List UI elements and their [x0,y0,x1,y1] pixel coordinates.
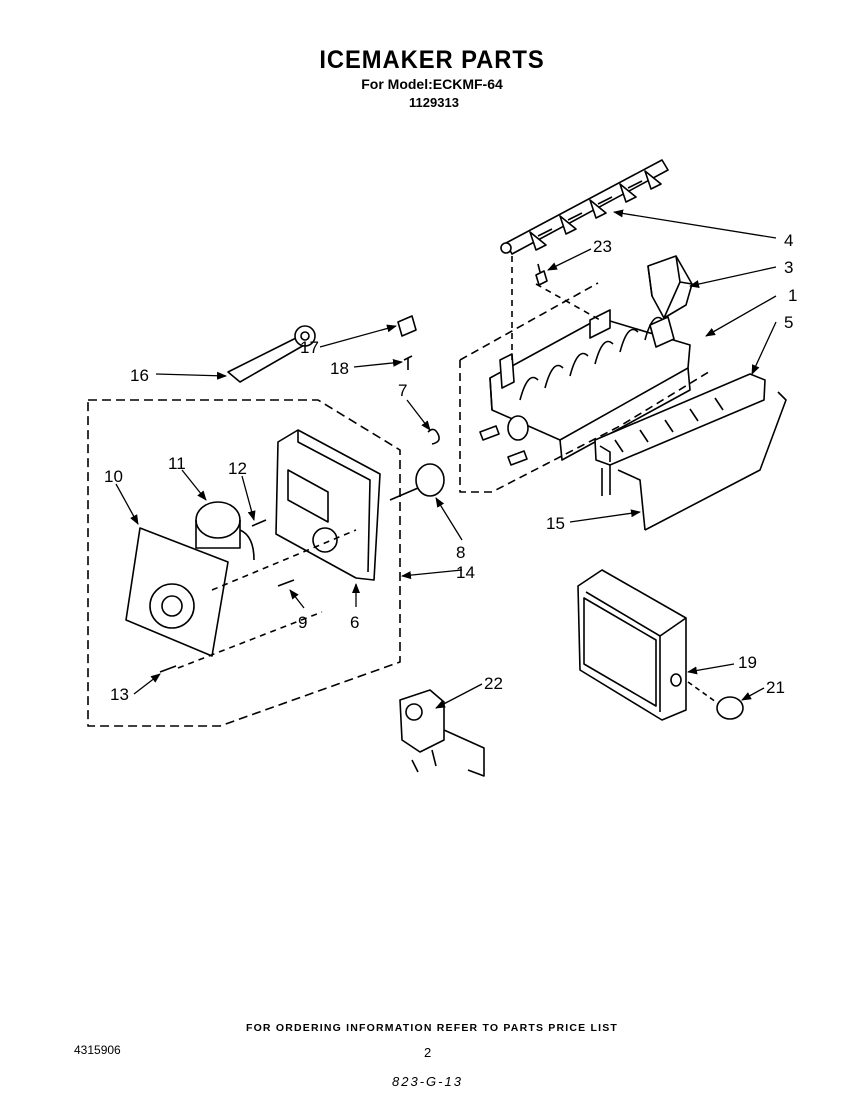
callout-14: 15 [546,514,565,533]
leader-1 [705,295,777,337]
leader-7 [406,399,431,431]
screw-part [403,355,413,370]
callout-16: 17 [300,338,319,357]
mold-tray-part [479,309,691,466]
module-dashed-outline [87,399,401,727]
shutoff-arm-part [617,391,787,531]
page-title: ICEMAKER PARTS [319,46,545,74]
page-number: 2 [424,1045,432,1060]
screw-13-part [159,665,177,673]
mounting-plate-part [125,527,229,657]
leader-10 [115,483,139,525]
callout-3: 3 [784,258,793,277]
leader-14 [569,509,641,523]
knob-part [687,681,744,720]
callout-4: 4 [784,231,793,250]
handwritten-code: 823-G-13 [392,1074,463,1089]
callout-9: 9 [298,613,307,632]
leader-12 [241,475,256,521]
ejector-part [500,159,669,255]
callout-10: 10 [104,467,123,486]
leader-19 [687,663,735,675]
model-label: For Model:ECKMF-64 [361,76,503,92]
callout-8: 8 [456,543,465,562]
leader-23 [547,248,592,271]
callout-12: 12 [228,459,247,478]
ice-bin-part [577,569,687,721]
shutoff-arm-shaft-part [227,325,316,383]
leader-4 [613,209,777,239]
leader-16 [319,324,397,348]
motor-part [195,501,255,561]
part-number: 1129313 [409,95,459,110]
document-number: 4315906 [74,1043,121,1057]
leader-18 [401,569,463,580]
leader-9 [289,589,305,609]
callout-18: 14 [456,563,475,582]
leader-8 [435,497,463,541]
clip-part [397,315,417,337]
callout-1: 1 [788,286,797,305]
callout-11: 11 [168,454,186,473]
callout-6: 6 [350,613,359,632]
callout-19: 19 [738,653,757,672]
callout-15: 16 [130,366,149,385]
callout-17: 18 [330,359,349,378]
thermostat-part [389,463,445,501]
leader-22 [435,683,483,709]
callout-13: 13 [110,685,129,704]
callout-5: 5 [784,313,793,332]
leader-17 [353,358,403,368]
callout-7: 7 [398,381,407,400]
callout-22: 22 [484,674,503,693]
leader-21 [741,687,765,701]
pin-part [535,263,548,286]
leader-3 [689,266,777,288]
water-valve-part [399,689,485,777]
motor-housing-part [275,429,381,581]
screw-12-part [251,519,267,527]
callout-23: 23 [593,237,612,256]
screw-9-part [277,579,295,587]
stripper-part [594,373,766,496]
leader-15 [155,371,227,380]
callout-21: 21 [766,678,785,697]
tray-dashed-outline [459,282,713,493]
ordering-note: FOR ORDERING INFORMATION REFER TO PARTS … [245,1022,619,1034]
leader-11 [181,469,207,501]
fill-cup-part [647,255,693,319]
leader-13 [133,673,161,695]
leader-5 [751,321,777,375]
spring-part [427,428,440,445]
